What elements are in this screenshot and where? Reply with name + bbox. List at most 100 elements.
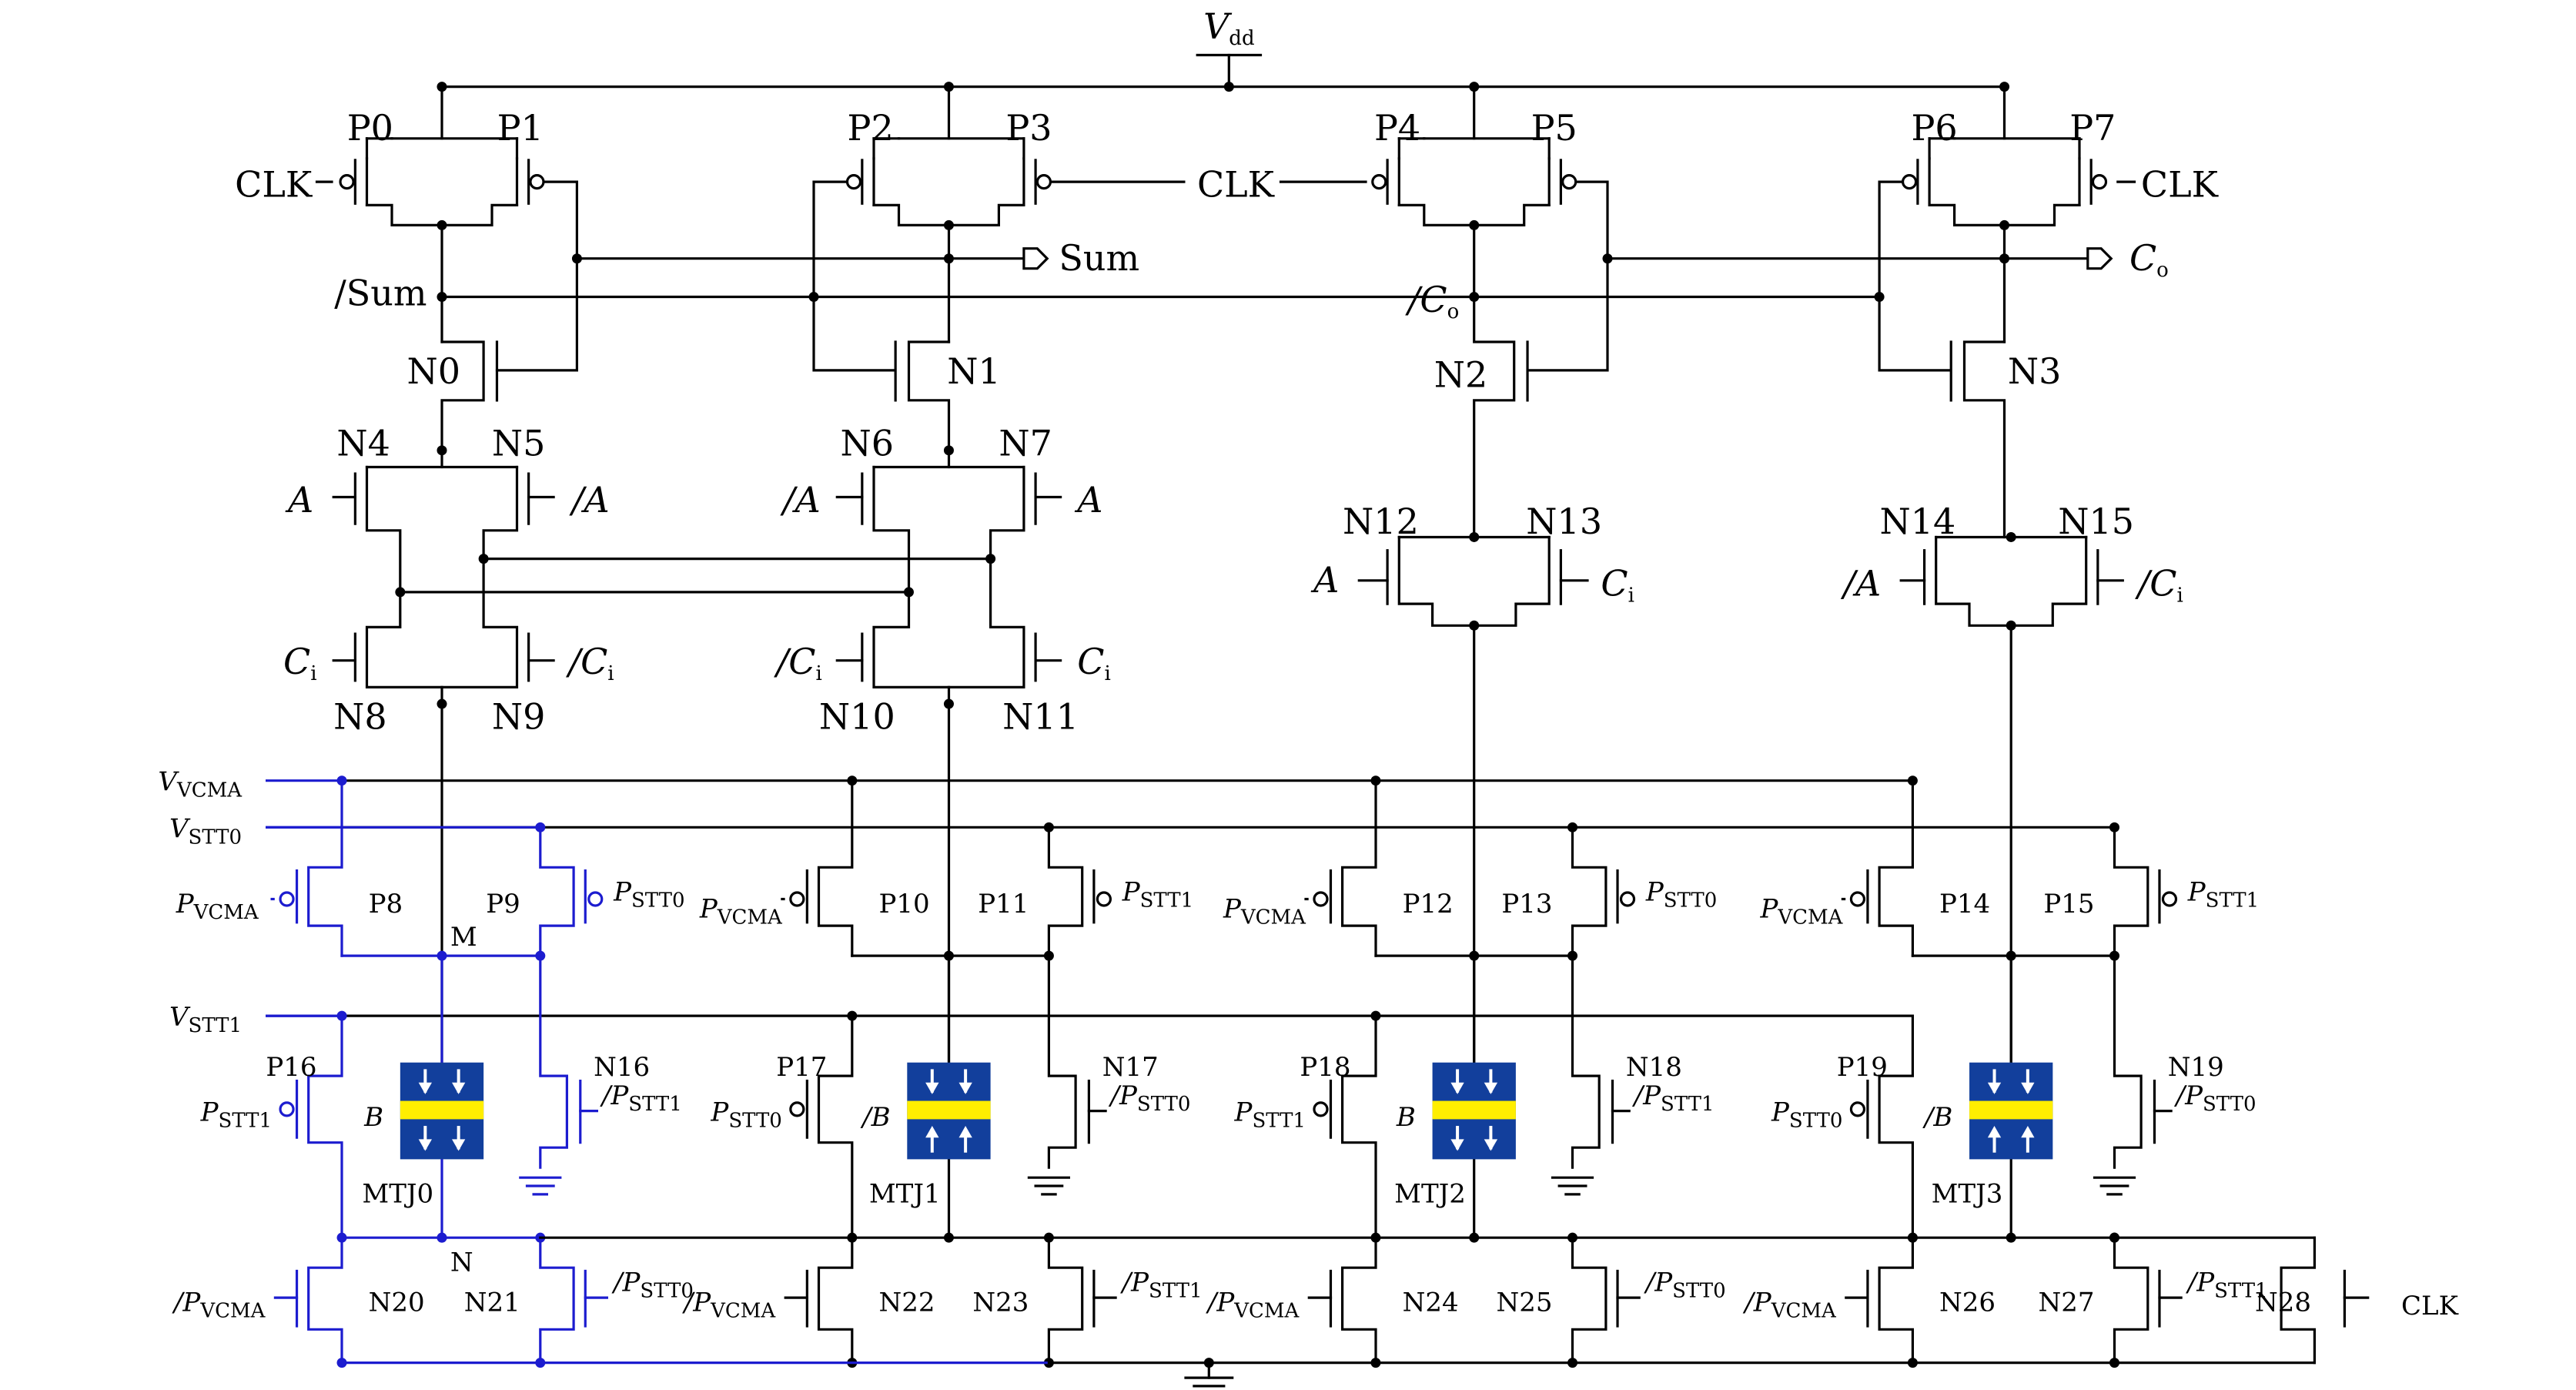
- arrowhead: [958, 1126, 972, 1138]
- ctrl-n18: /PSTT1: [1632, 1080, 1715, 1116]
- arrowhead: [1987, 1126, 2002, 1138]
- clk-label-n28: CLK: [2401, 1291, 2459, 1321]
- node-m-label: M: [450, 922, 477, 953]
- wire: [539, 826, 575, 957]
- rail-stt1: VSTT1: [169, 1002, 242, 1037]
- wire: [1878, 1236, 1914, 1365]
- pmos-label-p1: P1: [497, 107, 544, 149]
- arrowhead: [958, 1082, 972, 1094]
- nmos-label-n5: N5: [492, 422, 546, 464]
- nmos-label-n27: N27: [2038, 1287, 2094, 1318]
- mtj-input-2: B: [1396, 1102, 1416, 1133]
- arrowhead: [925, 1126, 939, 1138]
- pmos-label-p18: P18: [1300, 1052, 1350, 1083]
- pmos-label-p11: P11: [978, 889, 1029, 919]
- input-a-n-n14: /A: [1841, 562, 1882, 604]
- inversion-bubble: [1313, 1101, 1329, 1117]
- input-a-n4: A: [285, 479, 313, 521]
- mtj-label-1: MTJ1: [869, 1179, 941, 1210]
- wire: [1571, 954, 1601, 1169]
- mtj-input-3: /B: [1922, 1102, 1952, 1133]
- junction-dot: [943, 445, 954, 456]
- nmos-label-n6: N6: [841, 422, 895, 464]
- wire: [1878, 180, 1951, 372]
- wire: [1878, 1014, 1914, 1239]
- pmos-label-p12: P12: [1403, 889, 1454, 919]
- junction-dot: [1223, 82, 1234, 92]
- mtj-barrier: [1432, 1100, 1516, 1120]
- input-ci-n8: Ci: [283, 641, 317, 685]
- arrowhead: [1484, 1139, 1498, 1151]
- inversion-bubble: [1371, 173, 1387, 190]
- inversion-bubble: [339, 173, 355, 190]
- pmos-label-p17: P17: [776, 1052, 827, 1083]
- nmos-label-n9: N9: [492, 696, 546, 738]
- wire: [495, 180, 579, 372]
- clk-label-p7: CLK: [2141, 164, 2220, 206]
- mtj-barrier: [907, 1100, 991, 1120]
- nmos-label-n16: N16: [594, 1052, 650, 1083]
- mtj-barrier: [1969, 1100, 2053, 1120]
- nmos-label-n26: N26: [1939, 1287, 1996, 1318]
- junction-dot: [2109, 1232, 2119, 1243]
- mtj-barrier: [400, 1100, 484, 1120]
- arrowhead: [452, 1082, 466, 1094]
- wire: [1962, 340, 2006, 539]
- wire: [817, 1236, 854, 1365]
- wire: [440, 557, 519, 689]
- ctrl-p13: PSTT0: [1645, 877, 1717, 913]
- pmos-label-p19: P19: [1837, 1052, 1888, 1083]
- ctrl-n23: /PSTT1: [1120, 1267, 1203, 1302]
- input-ci-n-n10: /Ci: [774, 641, 822, 685]
- junction-dot: [437, 1232, 447, 1243]
- wire: [539, 954, 569, 1169]
- arrowhead: [2021, 1082, 2035, 1094]
- pmos-label-p9: P9: [486, 889, 520, 919]
- nmos-label-n10: N10: [819, 696, 895, 738]
- wire: [365, 591, 443, 705]
- wire: [365, 465, 402, 594]
- nmos-label-n21: N21: [464, 1287, 520, 1318]
- ctrl-n16: /PSTT1: [600, 1080, 682, 1116]
- input-ci-n-n15: /Ci: [2135, 562, 2183, 607]
- nmos-label-n20: N20: [369, 1287, 425, 1318]
- wire: [539, 1236, 575, 1365]
- inversion-bubble: [789, 891, 805, 907]
- inversion-bubble: [2161, 891, 2178, 907]
- ctrl-p19: PSTT0: [1771, 1097, 1842, 1133]
- mtj-input-0: B: [363, 1102, 383, 1133]
- junction-dot: [571, 253, 582, 264]
- wire: [307, 1236, 343, 1365]
- pmos-label-p13: P13: [1501, 889, 1552, 919]
- wire: [1047, 954, 1077, 1169]
- mtj-label-3: MTJ3: [1932, 1179, 2003, 1210]
- sum-label: Sum: [1059, 237, 1139, 279]
- junction-dot: [808, 292, 819, 303]
- nmos-label-n19: N19: [2168, 1052, 2224, 1083]
- arrowhead: [1484, 1082, 1498, 1094]
- wire: [1340, 1014, 1377, 1239]
- wire: [440, 340, 485, 452]
- wire: [1047, 826, 1084, 957]
- ctrl-n20: /PVCMA: [172, 1287, 266, 1322]
- pmos-label-p0: P0: [347, 107, 393, 149]
- input-a-n12: A: [1310, 559, 1339, 601]
- nmos-label-n15: N15: [2058, 501, 2134, 542]
- wire: [872, 591, 951, 705]
- mtj-input-1: /B: [860, 1102, 890, 1133]
- inversion-bubble: [1849, 891, 1866, 907]
- inversion-bubble: [1561, 173, 1577, 190]
- input-ci-n11: Ci: [1077, 641, 1111, 685]
- arrowhead: [2021, 1126, 2035, 1138]
- ctrl-p15: PSTT1: [2187, 877, 2259, 913]
- inversion-bubble: [1035, 173, 1052, 190]
- arrowhead: [452, 1139, 466, 1151]
- mtj-label-2: MTJ2: [1394, 1179, 1466, 1210]
- input-a-n-n6: /A: [780, 479, 821, 521]
- pmos-label-p4: P4: [1374, 107, 1420, 149]
- wire: [2113, 954, 2143, 1169]
- rail-vcma: VVCMA: [158, 767, 243, 802]
- nmos-label-n14: N14: [1880, 501, 1956, 542]
- nmos-label-n12: N12: [1343, 501, 1419, 542]
